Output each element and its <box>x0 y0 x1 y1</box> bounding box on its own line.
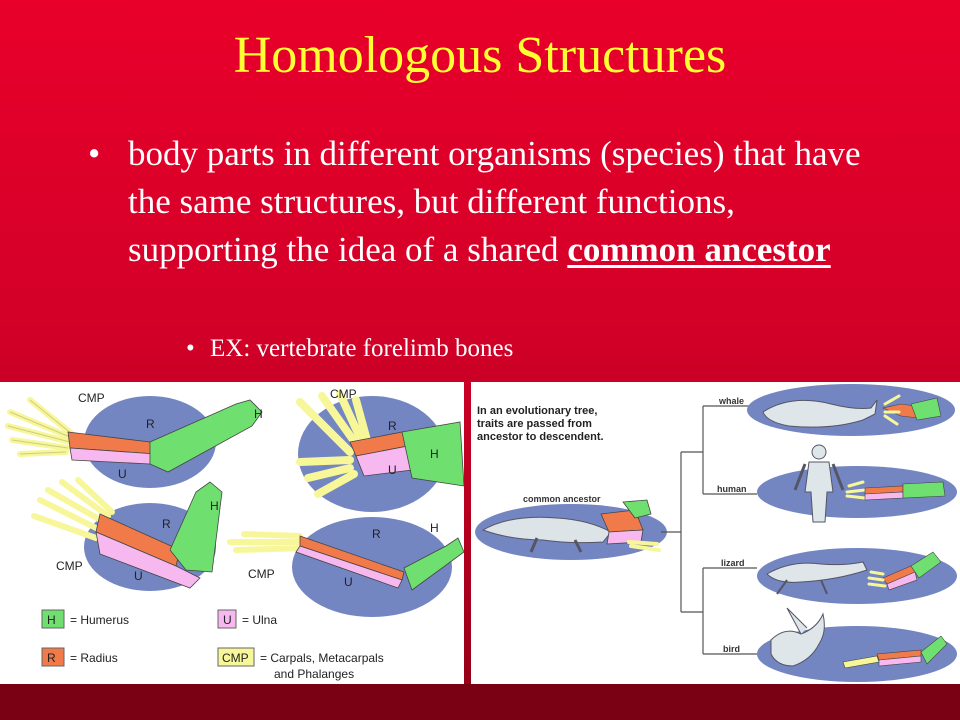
bullet-text: body parts in different organisms (speci… <box>128 130 888 274</box>
evolutionary-tree-svg: In an evolutionary tree, traits are pass… <box>475 384 957 682</box>
ancestor-animal <box>481 516 612 553</box>
whale-figure <box>762 394 942 428</box>
legend-key-cmp: CMP <box>222 651 249 665</box>
tree-note-line-3: ancestor to descendent. <box>477 431 604 443</box>
human-figure <box>793 444 946 523</box>
bird-figure <box>770 607 948 669</box>
legend-key-r: R <box>47 651 56 665</box>
label-u-1: U <box>118 467 127 481</box>
ancestor-limb <box>600 499 661 552</box>
bullet-dot: • <box>88 134 101 173</box>
label-h-1: H <box>254 407 263 421</box>
label-r-1: R <box>146 417 155 431</box>
label-cmp-3: CMP <box>56 559 83 573</box>
legend-desc-cmp: = Carpals, Metacarpals <box>260 651 384 665</box>
main-bullet: • body parts in different organisms (spe… <box>88 130 888 274</box>
limb-whale <box>296 390 464 498</box>
label-cmp-1: CMP <box>78 391 105 405</box>
legend-key-h: H <box>47 613 56 627</box>
limb-human <box>5 397 263 473</box>
legend-desc-u: = Ulna <box>242 613 277 627</box>
taxon-label-whale: whale <box>718 396 744 406</box>
label-u-2: U <box>388 463 397 477</box>
lizard-figure <box>766 551 942 595</box>
label-u-3: U <box>134 569 143 583</box>
label-r-3: R <box>162 517 171 531</box>
limb-mammal <box>31 477 223 589</box>
label-cmp-4: CMP <box>248 567 275 581</box>
bottom-bar <box>0 684 960 720</box>
lizard-oval <box>757 548 957 604</box>
label-h-3: H <box>210 499 219 513</box>
label-r-2: R <box>388 419 397 433</box>
legend-key-u: U <box>223 613 232 627</box>
taxon-label-bird: bird <box>723 644 740 654</box>
sub-bullet-text: EX: vertebrate forelimb bones <box>210 335 514 362</box>
bullet-emphasis: common ancestor <box>567 230 831 269</box>
bullet-definition: body parts in different organisms (speci… <box>128 134 861 269</box>
limb-bird <box>227 531 464 591</box>
tree-note-line-2: traits are passed from <box>477 418 592 430</box>
label-h-2: H <box>430 447 439 461</box>
sub-bullet: • EX: vertebrate forelimb bones <box>186 336 513 361</box>
legend-desc-r: = Radius <box>70 651 118 665</box>
label-r-4: R <box>372 527 381 541</box>
tree-note-line-1: In an evolutionary tree, <box>477 405 597 417</box>
taxon-label-human: human <box>717 484 747 494</box>
taxon-label-lizard: lizard <box>721 558 745 568</box>
label-h-4: H <box>430 521 439 535</box>
legend: H = Humerus U = Ulna R = Radius CMP = Ca… <box>41 609 384 681</box>
tree-branches <box>661 405 757 655</box>
forelimb-diagram: CMP R U H CMP R U H CMP R U H CMP R U H … <box>0 382 464 684</box>
slide-title: Homologous Structures <box>233 27 727 84</box>
label-u-4: U <box>344 575 353 589</box>
forelimb-diagram-svg: CMP R U H CMP R U H CMP R U H CMP R U H … <box>5 387 464 681</box>
legend-desc-cmp-2: and Phalanges <box>274 667 354 681</box>
evolutionary-tree: In an evolutionary tree, traits are pass… <box>471 382 960 686</box>
label-cmp-2: CMP <box>330 387 357 401</box>
legend-desc-h: = Humerus <box>70 613 129 627</box>
ancestor-label: common ancestor <box>523 494 601 504</box>
sub-bullet-dot: • <box>186 335 195 362</box>
